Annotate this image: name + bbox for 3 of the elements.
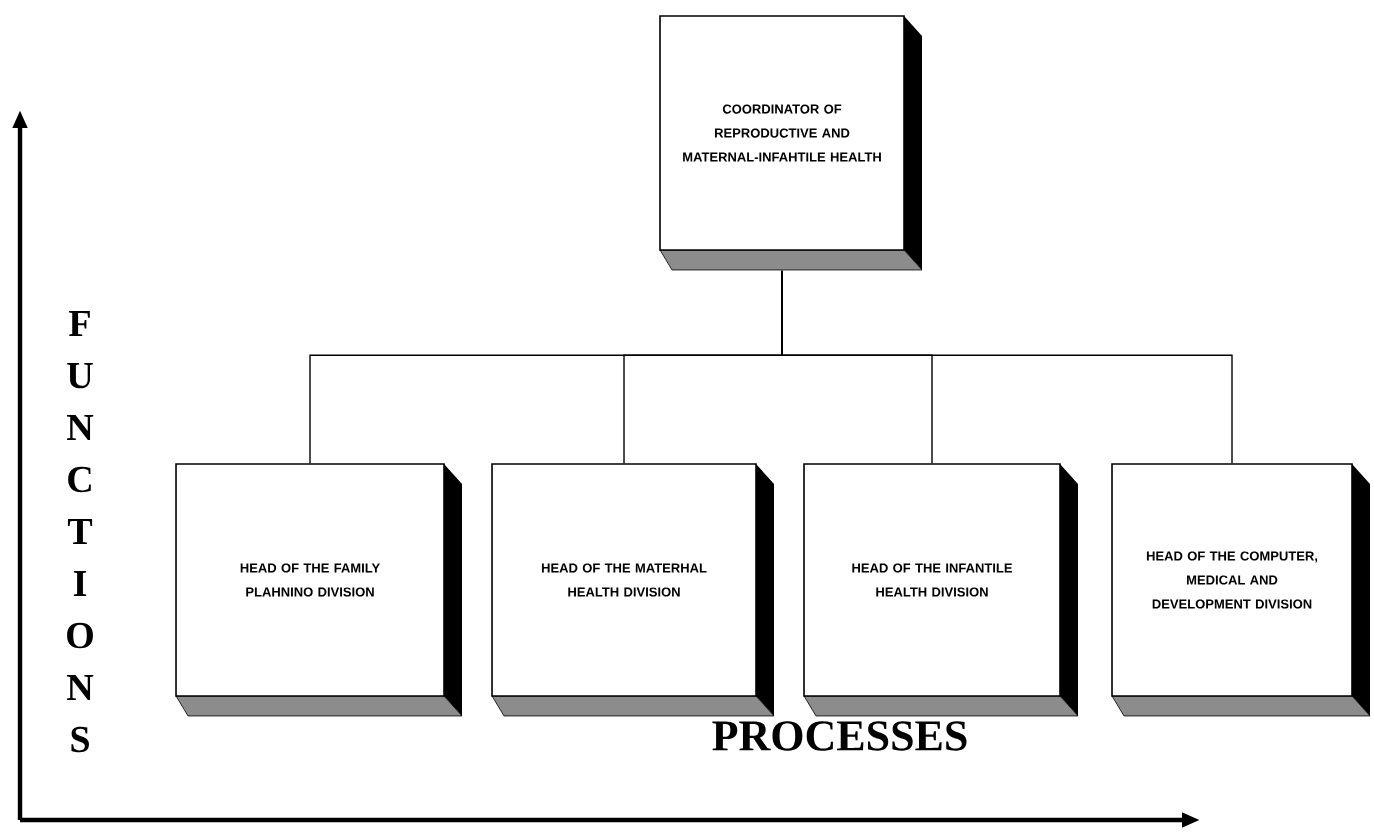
connector-line bbox=[781, 270, 1233, 464]
axis-label: FUNCTIONS bbox=[67, 311, 94, 753]
axis-label: PROCESSES bbox=[712, 721, 967, 751]
